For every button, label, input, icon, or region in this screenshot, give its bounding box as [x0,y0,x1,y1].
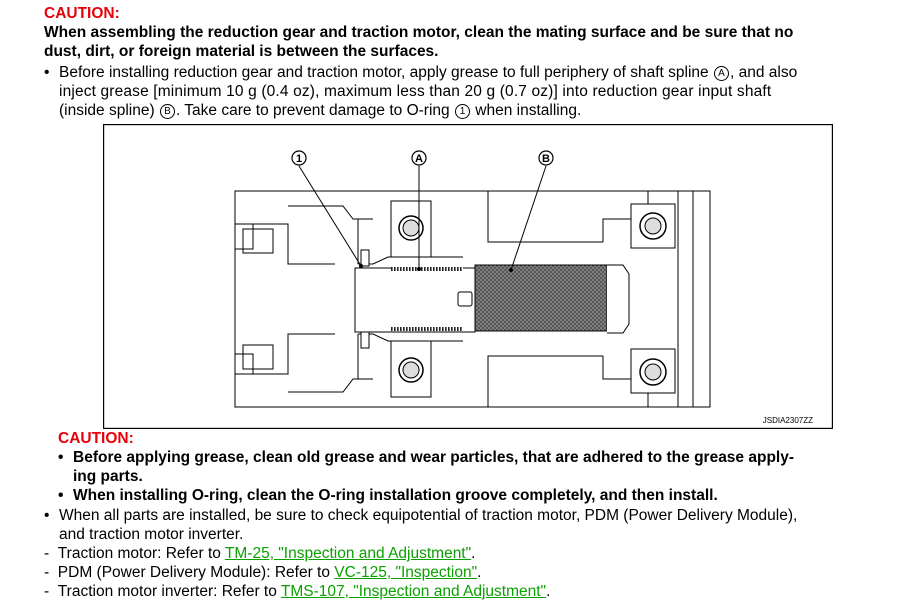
mark-1-icon: 1 [454,104,470,119]
bullet-text: when installing. [475,102,582,119]
bearing-right-top [630,203,676,249]
mark-a-icon: A [713,66,729,81]
input-shaft-inside-spline [474,264,608,332]
reference-link-tms-107[interactable]: TMS-107, "Inspection and Adjustment" [280,583,547,600]
caution-item-line: Before applying grease, clean old grease… [73,449,794,466]
callout-1-label: 1 [296,153,302,165]
callout-b-icon: B [538,150,554,166]
bullet-text-line: Before installing reduction gear and tra… [59,64,797,82]
reference-item: - Traction motor: Refer to TM-25, "Inspe… [44,545,476,562]
leader-dots [359,264,513,272]
caution-item-line: ing parts. [73,468,143,485]
bullet-text: (inside spline) [59,102,155,119]
reference-link-vc-125[interactable]: VC-125, "Inspection" [334,564,478,581]
shaft-spline-bottom [391,327,463,331]
bullet-text-line: and traction motor inverter. [59,526,244,543]
reference-suffix: . [546,583,551,600]
callout-1-icon: 1 [291,150,307,166]
motor-shaft [354,249,630,349]
bullet-text: Before installing reduction gear and tra… [59,64,709,81]
caution-heading: CAUTION: [58,430,134,447]
bullet-marker: • [44,507,50,524]
figure-code: JSDIA2307ZZ [763,416,813,425]
bullet-marker: • [58,449,64,466]
shaft-spline-top [391,267,463,271]
caution-text-line: When assembling the reduction gear and t… [44,24,794,41]
callout-a-icon: A [411,150,427,166]
reference-suffix: . [477,564,482,581]
reduction-gear-diagram: 1 A B JSDIA2307ZZ [103,124,833,429]
callout-a-label: A [415,153,423,165]
bullet-text-line: When all parts are installed, be sure to… [59,507,798,524]
reference-item: - PDM (Power Delivery Module): Refer to … [44,564,482,581]
reference-link-tm-25[interactable]: TM-25, "Inspection and Adjustment" [224,545,472,562]
bearing-right-bottom [630,348,676,394]
mark-b-icon: B [159,104,175,119]
leader-lines [298,165,547,271]
bullet-text-line: inject grease [minimum 10 g (0.4 oz), ma… [59,83,772,100]
bearing-left-top [390,200,432,258]
bullet-marker: • [44,64,50,81]
reference-item: - Traction motor inverter: Refer to TMS-… [44,583,551,600]
bullet-text: , and also [729,64,798,81]
caution-text-line: dust, dirt, or foreign material is betwe… [44,43,439,60]
reference-prefix: Traction motor: Refer to [57,545,225,562]
reference-prefix: Traction motor inverter: Refer to [57,583,281,600]
bullet-text: . Take care to prevent damage to O-ring [175,102,450,119]
bullet-text-line: (inside spline) B. Take care to prevent … [59,102,581,120]
bearing-left-bottom [390,340,432,398]
caution-item-line: When installing O-ring, clean the O-ring… [73,487,718,504]
bullet-marker: • [58,487,64,504]
caution-heading: CAUTION: [44,5,120,22]
o-ring-top [360,249,370,267]
callout-b-label: B [542,153,550,165]
reference-suffix: . [471,545,476,562]
reference-prefix: PDM (Power Delivery Module): Refer to [57,564,335,581]
o-ring-bottom [360,331,370,349]
